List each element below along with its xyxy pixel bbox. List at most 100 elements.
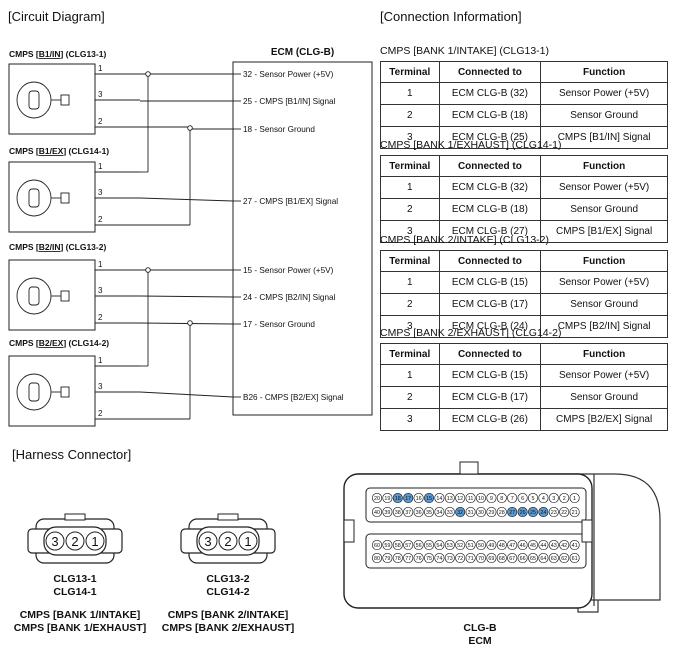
table-cell: Sensor Power (+5V) bbox=[540, 271, 668, 294]
ecm-pin-number: 68 bbox=[499, 556, 505, 562]
ecm-pin bbox=[465, 506, 476, 518]
harness-connector-title: [Harness Connector] bbox=[12, 447, 132, 462]
ecm-pin bbox=[559, 552, 570, 564]
ecm-pin-number: 18 bbox=[395, 496, 401, 502]
ecm-pin bbox=[434, 506, 445, 518]
ecm-pin-number: 37 bbox=[405, 510, 411, 516]
ecm-pin bbox=[371, 539, 383, 551]
harness-connector-tab bbox=[64, 513, 86, 521]
ecm-pin bbox=[517, 552, 528, 564]
ecm-pin bbox=[548, 539, 559, 551]
ecm-pin bbox=[444, 539, 455, 551]
ecm-pin-number: 34 bbox=[436, 510, 442, 516]
ecm-pin-number: 21 bbox=[572, 510, 578, 516]
ecm-pin bbox=[392, 506, 403, 518]
ecm-pin bbox=[382, 539, 393, 551]
ecm-pin-number: 52 bbox=[457, 543, 463, 549]
sensor-core bbox=[28, 90, 40, 110]
table-cell: 2 bbox=[380, 386, 440, 409]
connection-info-title: [Connection Information] bbox=[380, 9, 522, 24]
table-cell: 1 bbox=[380, 271, 440, 294]
junction-b1-ground bbox=[187, 125, 193, 131]
ecm-pin-number: 6 bbox=[521, 496, 524, 502]
ecm-connector-top-tab bbox=[459, 461, 479, 475]
ecm-pin bbox=[527, 506, 539, 518]
sensor-box bbox=[8, 63, 96, 135]
harness-pin-number: 1 bbox=[244, 534, 251, 549]
ecm-pin-number: 54 bbox=[436, 543, 442, 549]
connection-table-caption: CMPS [BANK 2/EXHAUST] (CLG14-2) bbox=[380, 327, 562, 339]
ecm-lower-block bbox=[365, 533, 587, 569]
ecm-pin bbox=[548, 506, 559, 518]
ecm-pin-number: 30 bbox=[478, 510, 484, 516]
table-cell: ECM CLG-B (32) bbox=[438, 82, 542, 105]
ecm-pin bbox=[444, 492, 455, 504]
ecm-pin-number: 49 bbox=[488, 543, 494, 549]
ecm-pin bbox=[403, 506, 414, 518]
sensor-pin-number: 1 bbox=[98, 260, 103, 269]
sensor-pin-number: 2 bbox=[98, 117, 103, 126]
ecm-pin-number: 4 bbox=[542, 496, 545, 502]
ecm-pin-number: 9 bbox=[490, 496, 493, 502]
ecm-pin bbox=[423, 552, 435, 564]
harness-pin bbox=[85, 531, 105, 551]
wire-b2-ground bbox=[139, 322, 234, 325]
ecm-pin-number: 63 bbox=[551, 556, 557, 562]
ecm-pin-number: 16 bbox=[416, 496, 422, 502]
ecm-pin bbox=[527, 539, 539, 551]
ecm-pin bbox=[392, 492, 403, 504]
ecm-pin bbox=[423, 492, 435, 504]
ecm-pin-number: 61 bbox=[572, 556, 578, 562]
ecm-pin-number: 46 bbox=[520, 543, 526, 549]
table-header: Terminal bbox=[380, 155, 440, 177]
table-header: Function bbox=[540, 155, 668, 177]
ecm-pin-number: 60 bbox=[374, 543, 380, 549]
ecm-pin-number: 32 bbox=[457, 510, 463, 516]
junction-b2-ground bbox=[187, 320, 193, 326]
connector-names-bank2: CMPS [BANK 2/INTAKE]CMPS [BANK 2/EXHAUST… bbox=[161, 609, 295, 634]
ecm-pin-number: 41 bbox=[572, 543, 578, 549]
table-header: Terminal bbox=[380, 343, 440, 365]
table-cell: ECM CLG-B (15) bbox=[438, 271, 542, 294]
ecm-pin bbox=[517, 506, 528, 518]
ecm-pin bbox=[475, 506, 487, 518]
table-cell: Sensor Ground bbox=[540, 104, 668, 127]
ecm-pin-label: 18 - Sensor Ground bbox=[243, 125, 315, 134]
table-header: Function bbox=[540, 343, 668, 365]
sensor-core bbox=[28, 188, 40, 208]
ecm-pin bbox=[559, 539, 570, 551]
table-cell: ECM CLG-B (26) bbox=[438, 408, 542, 431]
table-cell: ECM CLG-B (18) bbox=[438, 104, 542, 127]
ecm-label: ECM (CLG-B) bbox=[271, 47, 334, 58]
ecm-pin-number: 47 bbox=[509, 543, 515, 549]
table-cell: Sensor Ground bbox=[540, 293, 668, 316]
ecm-pin-number: 51 bbox=[468, 543, 474, 549]
ecm-pin-number: 29 bbox=[488, 510, 494, 516]
ecm-pin-label: B26 - CMPS [B2/EX] Signal bbox=[243, 393, 344, 402]
ecm-pin-number: 72 bbox=[457, 556, 463, 562]
ecm-pin-number: 66 bbox=[520, 556, 526, 562]
ecm-pin-number: 17 bbox=[405, 496, 411, 502]
ecm-pin-number: 2 bbox=[563, 496, 566, 502]
ecm-pin bbox=[403, 539, 414, 551]
table-cell: CMPS [B1/EX] Signal bbox=[540, 220, 668, 243]
ecm-pin bbox=[423, 506, 435, 518]
ecm-pin-number: 11 bbox=[468, 496, 474, 502]
ecm-pin bbox=[403, 492, 414, 504]
table-cell: 2 bbox=[380, 198, 440, 221]
sensor-pin-number: 3 bbox=[98, 188, 103, 197]
ecm-pin bbox=[548, 552, 559, 564]
ecm-pin bbox=[569, 492, 580, 504]
ecm-pin-label: 24 - CMPS [B2/IN] Signal bbox=[243, 293, 336, 302]
